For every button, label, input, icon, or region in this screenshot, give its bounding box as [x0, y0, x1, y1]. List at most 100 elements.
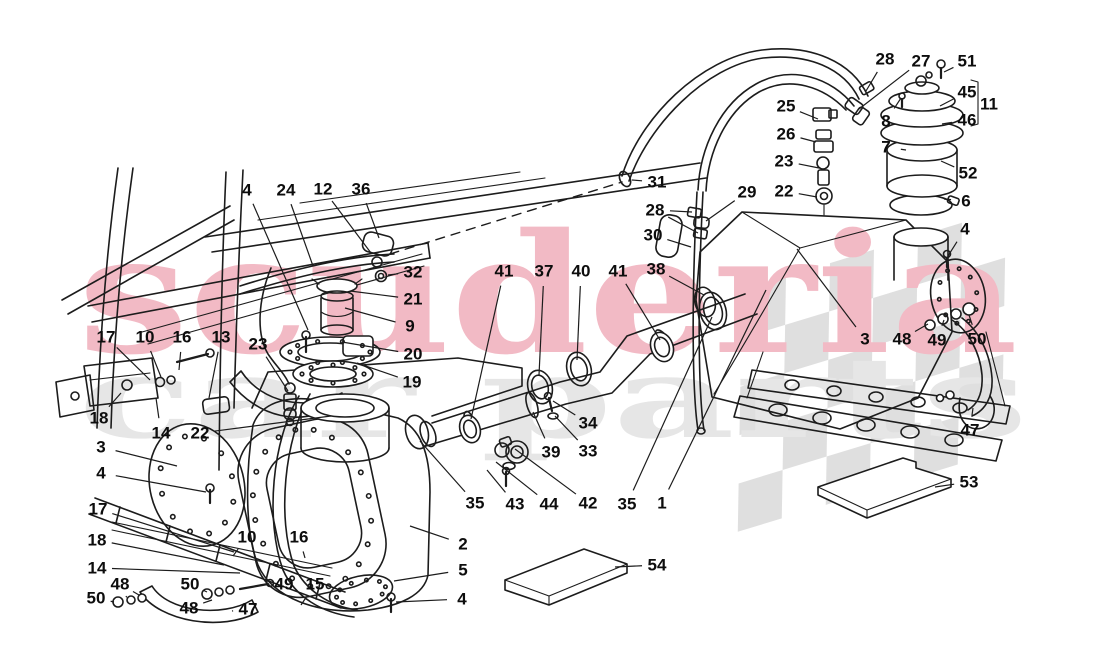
callout-leader	[395, 599, 448, 603]
callout-leader	[331, 200, 372, 254]
callout-label-10: 10	[136, 328, 155, 347]
callout-leader	[968, 314, 973, 325]
callout-leader	[554, 415, 579, 441]
callout-label-47: 47	[961, 421, 980, 440]
callout-leader	[252, 203, 309, 331]
callout-label-7: 7	[881, 138, 890, 157]
nut-32	[374, 269, 388, 283]
callout-label-14: 14	[152, 424, 171, 443]
callout-leader	[108, 392, 122, 408]
callout-label-4: 4	[457, 590, 467, 609]
callout-label-45: 45	[958, 83, 977, 102]
callout-label-9: 9	[405, 317, 414, 336]
callout-leader	[470, 285, 502, 420]
callout-leader	[203, 589, 208, 593]
callout-label-22: 22	[775, 182, 794, 201]
fuel-lines-left	[239, 181, 623, 427]
callout-leader	[116, 347, 151, 381]
bolt-hole-ring	[936, 266, 980, 326]
nut-26	[815, 129, 832, 140]
callout-leader	[971, 407, 974, 416]
callout-leader	[302, 551, 306, 559]
callout-leader	[614, 565, 643, 568]
callout-leader	[387, 273, 399, 276]
bolt-hole-ring	[157, 433, 237, 537]
callout-label-41: 41	[495, 262, 514, 281]
callout-label-33: 33	[579, 442, 598, 461]
callout-label-49: 49	[928, 331, 947, 350]
callout-leader	[132, 590, 140, 596]
callout-label-41: 41	[609, 262, 628, 281]
callout-label-39: 39	[542, 443, 561, 462]
callout-leader	[344, 307, 396, 323]
callout-label-18: 18	[90, 409, 109, 428]
callout-label-25: 25	[777, 97, 796, 116]
breather-hoses	[618, 48, 875, 435]
callout-label-5: 5	[458, 561, 467, 580]
callout-leader	[943, 66, 954, 73]
clamp-38	[693, 286, 717, 318]
bottom-plate-5	[328, 574, 394, 610]
dashed-guide	[389, 181, 623, 255]
callout-leader	[365, 202, 380, 239]
callout-leader	[900, 148, 907, 151]
filler-neck	[893, 227, 949, 247]
callout-label-22: 22	[191, 424, 210, 443]
callout-leader	[941, 121, 953, 125]
callout-label-35: 35	[618, 495, 637, 514]
callout-label-3: 3	[860, 330, 869, 349]
elbow-fitting-27	[844, 96, 864, 116]
callout-label-17: 17	[97, 328, 116, 347]
cup-20	[342, 335, 374, 357]
callout-leader	[939, 98, 954, 107]
callout-leader	[865, 71, 878, 92]
callout-leader	[943, 198, 952, 201]
clip-28c	[692, 227, 709, 240]
callout-leader	[941, 319, 945, 327]
left-fuel-tank	[237, 336, 523, 618]
callout-label-49: 49	[275, 575, 294, 594]
callout-leader	[798, 163, 820, 169]
callout-label-37: 37	[535, 262, 554, 281]
tee-25	[812, 107, 832, 122]
callout-label-46: 46	[958, 111, 977, 130]
callout-label-3: 3	[96, 438, 105, 457]
washer-33	[547, 412, 559, 420]
callout-label-42: 42	[579, 494, 598, 513]
callout-label-47: 47	[239, 600, 258, 619]
callout-label-52: 52	[959, 164, 978, 183]
callout-leader	[115, 450, 178, 467]
callout-leader	[668, 289, 767, 490]
callout-leader	[486, 469, 506, 493]
callout-leader	[202, 599, 213, 604]
callout-label-4: 4	[960, 220, 970, 239]
callout-label-2: 2	[458, 535, 467, 554]
callout-label-21: 21	[404, 290, 423, 309]
callout-leader	[625, 283, 661, 341]
callout-label-31: 31	[648, 173, 667, 192]
callout-label-19: 19	[403, 373, 422, 392]
callout-leader	[155, 397, 160, 419]
clamp-37	[526, 369, 554, 405]
callout-leader	[669, 210, 693, 213]
callout-label-1: 1	[657, 494, 666, 513]
callout-leader	[214, 415, 332, 432]
clamp-35	[404, 414, 430, 450]
callout-label-35: 35	[466, 494, 485, 513]
callout-leader	[115, 475, 207, 493]
callout-leader	[349, 290, 399, 298]
callout-leader	[798, 193, 818, 198]
callout-label-18: 18	[88, 531, 107, 550]
callout-leader	[290, 203, 314, 267]
callout-leader	[110, 600, 115, 603]
clip-28a	[858, 80, 875, 96]
callout-label-48: 48	[893, 330, 912, 349]
callout-leader	[111, 567, 241, 574]
callout-leader	[799, 111, 819, 120]
callout-label-20: 20	[404, 345, 423, 364]
callout-label-50: 50	[87, 589, 106, 608]
bracket-11	[970, 79, 979, 127]
callout-label-43: 43	[506, 495, 525, 514]
bolt-hole-ring	[334, 577, 388, 607]
